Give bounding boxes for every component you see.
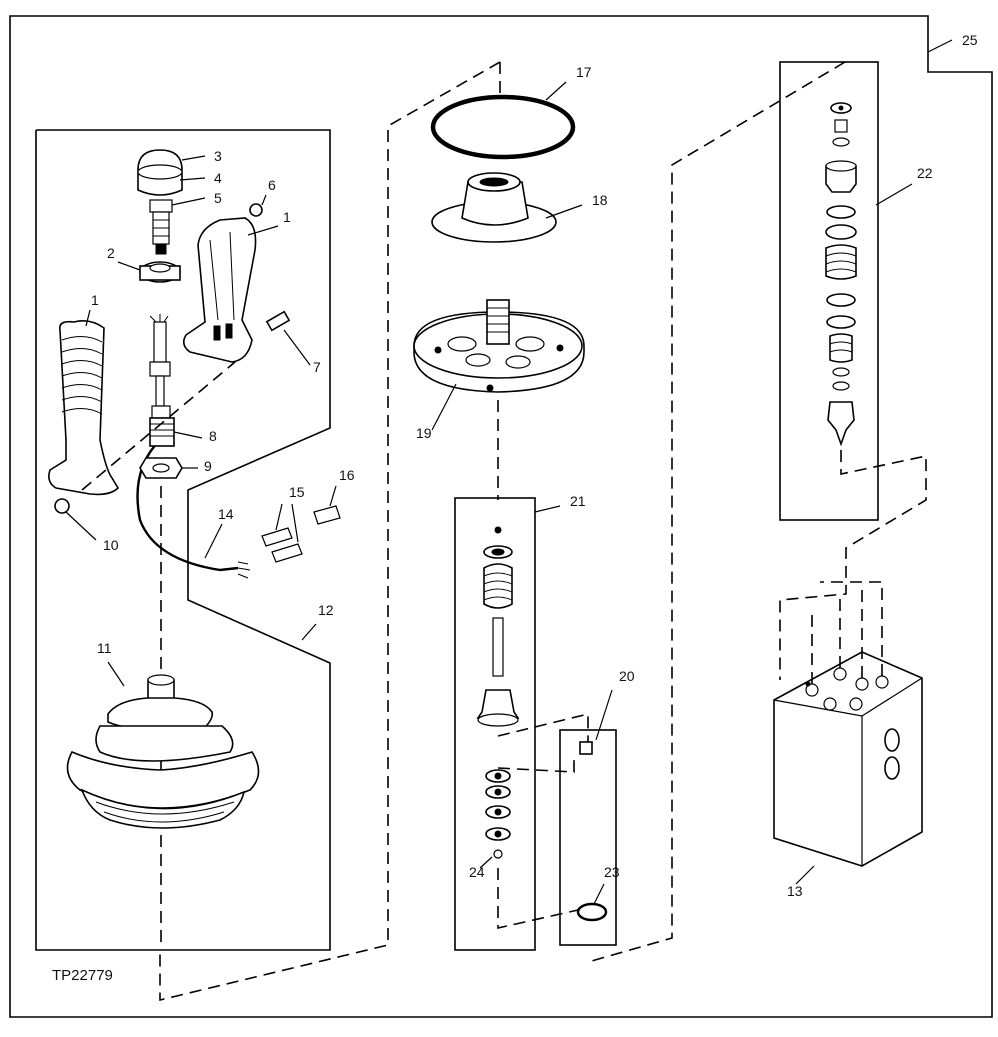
screw-part-6 <box>249 194 267 217</box>
callout-4: 4 <box>214 170 222 186</box>
screw-part-7 <box>265 310 311 366</box>
plate-part-19 <box>413 299 585 431</box>
outer-border <box>9 15 993 1018</box>
callout-11: 11 <box>97 640 112 656</box>
cable-part-14 <box>136 314 251 579</box>
callout-6: 6 <box>268 177 276 193</box>
figure-id: TP22779 <box>52 967 113 984</box>
center-link-dash-2 <box>497 760 575 773</box>
callout-23: 23 <box>604 864 620 880</box>
callout-21: 21 <box>570 493 586 509</box>
callout-3: 3 <box>214 148 222 164</box>
callout-9: 9 <box>204 458 212 474</box>
terminal-part-16 <box>313 485 341 525</box>
boot-part-11 <box>66 661 260 829</box>
nut-part-10 <box>54 498 97 541</box>
right-dash-to-block <box>779 450 927 680</box>
button-cap-part-3 <box>137 149 206 196</box>
callout-10: 10 <box>103 537 119 553</box>
callout-1: 1 <box>283 209 291 225</box>
callout-20: 20 <box>619 668 635 684</box>
panel-22 <box>779 61 879 521</box>
callout-14: 14 <box>218 506 234 522</box>
callout-8: 8 <box>209 428 217 444</box>
terminals-part-15 <box>261 503 303 563</box>
stem-part-5 <box>149 197 206 255</box>
callout-19: 19 <box>416 425 432 441</box>
callout-labels: 1123456789101112131415161718192021222324… <box>91 32 978 899</box>
callout-17: 17 <box>576 64 592 80</box>
callout-16: 16 <box>339 467 355 483</box>
panel-20 <box>559 729 617 946</box>
o-ring-part-17 <box>430 81 576 160</box>
leader-25 <box>927 39 953 53</box>
handle-grip-part-1-left <box>48 309 120 496</box>
callout-15: 15 <box>289 484 305 500</box>
callout-12: 12 <box>318 602 334 618</box>
panel-21 <box>454 497 536 951</box>
center-dashed-outline <box>159 61 501 1002</box>
seal-part-20 <box>579 689 613 755</box>
spool-stack-part-22 <box>825 102 913 447</box>
center-link-dash-1 <box>497 712 589 742</box>
callout-5: 5 <box>214 190 222 206</box>
nut-part-9 <box>139 457 198 479</box>
callout-24: 24 <box>469 864 485 880</box>
callout-18: 18 <box>592 192 608 208</box>
spool-stack-part-21 <box>476 505 561 869</box>
nut-part-2 <box>117 261 181 283</box>
flange-part-18 <box>431 172 583 243</box>
callout-1: 1 <box>91 292 99 308</box>
callout-7: 7 <box>313 359 321 375</box>
callout-2: 2 <box>107 245 115 261</box>
connector-part-8 <box>149 417 203 447</box>
callout-13: 13 <box>787 883 803 899</box>
o-ring-part-23 <box>576 883 608 922</box>
valve-block-part-13 <box>773 581 923 885</box>
handle-half-part-1-right <box>182 217 279 363</box>
callout-22: 22 <box>917 165 933 181</box>
callout-25: 25 <box>962 32 978 48</box>
center-link-dash-3 <box>497 868 579 929</box>
right-dashed-outline <box>587 61 846 963</box>
left-diagonal-dashline <box>81 361 236 491</box>
left-panel-outline <box>35 129 331 951</box>
